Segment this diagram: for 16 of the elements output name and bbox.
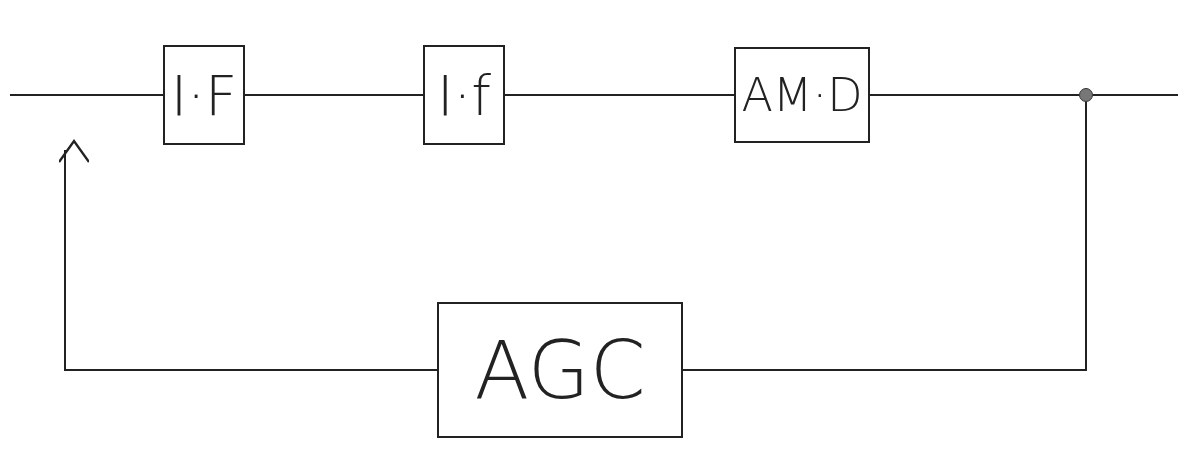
block-box xyxy=(734,47,870,143)
block-label: AM·D xyxy=(741,68,863,122)
block-box xyxy=(163,45,245,145)
connector-line xyxy=(9,94,164,96)
connector-line xyxy=(682,101,1087,371)
connector-line xyxy=(869,94,1080,96)
connector-line xyxy=(244,94,424,96)
block-box xyxy=(423,45,505,145)
block-label: AGC xyxy=(474,323,646,417)
connector-line xyxy=(1092,94,1179,96)
block-label: I·f xyxy=(437,62,491,128)
connector-line xyxy=(504,94,735,96)
arrow xyxy=(57,139,438,371)
block-label: I·F xyxy=(170,62,238,128)
block-box xyxy=(437,302,683,438)
junction-dot xyxy=(1079,88,1093,102)
